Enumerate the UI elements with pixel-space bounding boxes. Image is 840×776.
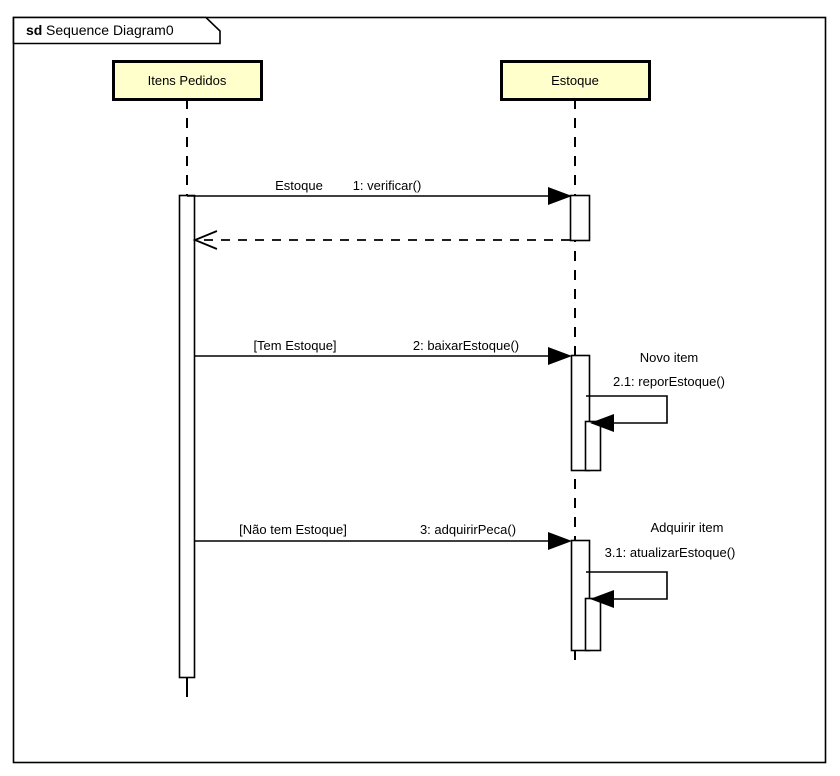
message-1-return-arrowhead [192, 230, 218, 250]
lifeline-label-itens-pedidos: Itens Pedidos [148, 73, 227, 88]
message-1-arrowhead [548, 187, 572, 205]
activation-bar-estoque-3-1[interactable] [584, 597, 602, 652]
message-2-guard: [Tem Estoque] [253, 338, 336, 353]
message-2-1-arrowhead [590, 414, 614, 432]
frame-border [12, 16, 827, 764]
message-1-return[interactable] [192, 230, 570, 250]
message-3-label: 3: adquirirPeca() [420, 522, 516, 537]
message-2-1-label: 2.1: reporEstoque() [613, 374, 725, 389]
frame-title: Sequence Diagram0 [46, 22, 174, 38]
frame-keyword: sd [26, 22, 42, 38]
activation-bar-itens-pedidos[interactable] [178, 194, 196, 679]
lifeline-estoque[interactable]: Estoque [500, 60, 651, 666]
message-2-label: 2: baixarEstoque() [413, 338, 519, 353]
message-3-1-guard: Adquirir item [651, 520, 724, 535]
message-2-baixar-estoque[interactable]: [Tem Estoque] 2: baixarEstoque() [195, 338, 572, 365]
message-3-arrowhead [548, 532, 572, 550]
lifeline-head-estoque[interactable] [500, 60, 651, 101]
interaction-frame: sd Sequence Diagram0 [12, 16, 827, 764]
message-1-guard: Estoque [275, 178, 323, 193]
message-3-1-label: 3.1: atualizarEstoque() [605, 545, 736, 560]
message-3-adquirir-peca[interactable]: [Não tem Estoque] 3: adquirirPeca() [195, 522, 572, 550]
message-3-guard: [Não tem Estoque] [239, 522, 347, 537]
message-3-1-line [586, 571, 668, 600]
message-2-arrowhead [548, 347, 572, 365]
frame-label-tab [12, 16, 221, 45]
message-3-1-atualizar-estoque[interactable]: Adquirir item 3.1: atualizarEstoque() [586, 520, 735, 608]
message-3-1-arrowhead [590, 590, 614, 608]
message-2-1-line [586, 395, 668, 424]
lifeline-head-itens-pedidos[interactable] [112, 60, 263, 101]
lifeline-itens-pedidos[interactable]: Itens Pedidos [112, 60, 263, 698]
message-2-1-guard: Novo item [640, 350, 699, 365]
activation-bar-estoque-2-1[interactable] [584, 420, 602, 472]
message-1-verificar[interactable]: Estoque 1: verificar() [187, 178, 572, 205]
message-2-1-repor-estoque[interactable]: Novo item 2.1: reporEstoque() [586, 350, 725, 432]
lifeline-label-estoque: Estoque [551, 73, 599, 88]
message-1-label: 1: verificar() [353, 178, 422, 193]
activation-bar-estoque-1[interactable] [569, 194, 591, 242]
